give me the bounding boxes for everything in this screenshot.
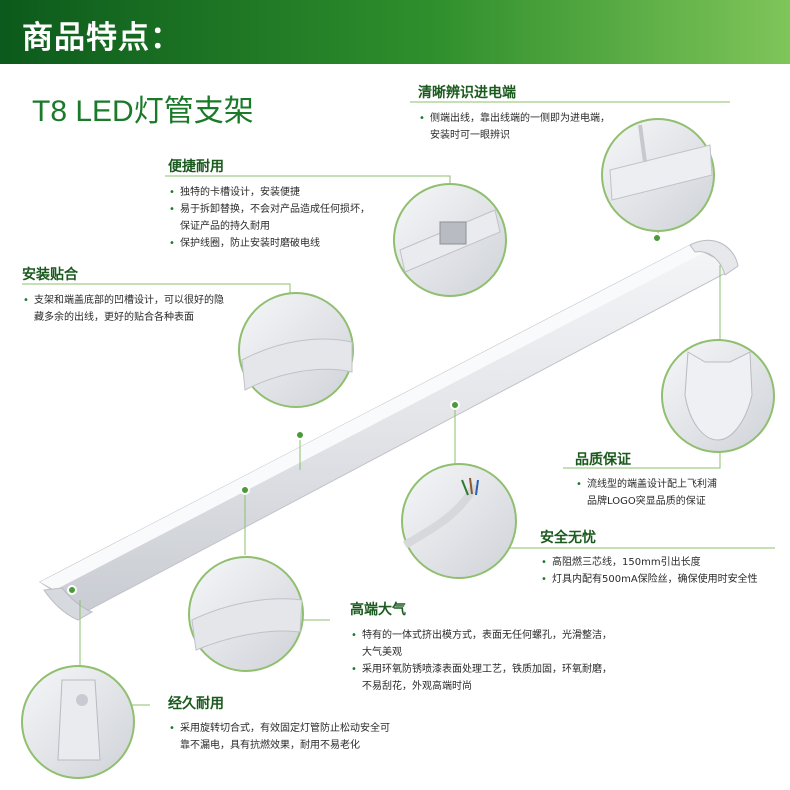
product-title: T8 LED灯管支架 (32, 95, 254, 128)
callout-dots (67, 233, 662, 595)
detail-circle-wire (401, 463, 517, 579)
detail-circle-clip (393, 183, 507, 297)
feature-list-durable: 采用旋转切合式，有效固定灯管防止松动安全可 靠不漏电，具有抗燃效果，耐用不易老化 (168, 720, 408, 754)
feature-list-mount: 支架和端盖底部的凹槽设计，可以很好的隐 藏多余的出线，更好的贴合各种表面 (22, 292, 252, 326)
feature-item: 采用旋转切合式，有效固定灯管防止松动安全可 (168, 720, 408, 737)
feature-list-safety: 高阻燃三芯线，150mm引出长度 灯具内配有500mA保险丝，确保使用时安全性 (540, 554, 785, 588)
feature-item: 不易刮花，外观高端时尚 (362, 681, 472, 692)
feature-title-inlet: 清晰辨识进电端 (418, 85, 516, 101)
feature-list-premium: 特有的一体式挤出模方式，表面无任何螺孔，光滑整洁， 大气美观 采用环氧防锈喷漆表… (350, 627, 640, 695)
feature-item: 灯具内配有500mA保险丝，确保使用时安全性 (540, 571, 785, 588)
feature-item: 品牌LOGO突显品质的保证 (587, 496, 706, 507)
feature-list-inlet: 侧端出线，靠出线端的一侧即为进电端， 安装时可一眼辨识 (418, 110, 658, 144)
detail-circle-endcap (661, 339, 775, 453)
feature-item: 高阻燃三芯线，150mm引出长度 (540, 554, 785, 571)
feature-item: 靠不漏电，具有抗燃效果，耐用不易老化 (180, 740, 360, 751)
feature-title-durable: 经久耐用 (168, 696, 224, 712)
feature-item: 流线型的端盖设计配上飞利浦 (575, 476, 775, 493)
feature-list-quality: 流线型的端盖设计配上飞利浦 品牌LOGO突显品质的保证 (575, 476, 775, 510)
header-title: 商品特点： (22, 20, 182, 56)
feature-title-premium: 高端大气 (350, 602, 406, 618)
feature-item: 特有的一体式挤出模方式，表面无任何螺孔，光滑整洁， (350, 627, 640, 644)
feature-title-mount: 安装贴合 (22, 267, 78, 283)
feature-item: 支架和端盖底部的凹槽设计，可以很好的隐 (22, 292, 252, 309)
feature-item: 侧端出线，靠出线端的一侧即为进电端， (418, 110, 658, 127)
feature-item: 藏多余的出线，更好的贴合各种表面 (34, 312, 194, 323)
feature-list-convenient: 独特的卡槽设计，安装便捷 易于拆卸替换，不会对产品造成任何损坏， 保证产品的持久… (168, 184, 398, 252)
detail-circle-inlet (601, 118, 715, 232)
detail-circle-mount (238, 292, 354, 408)
detail-circle-lamp-holder (21, 665, 135, 779)
feature-item: 大气美观 (362, 647, 402, 658)
feature-item: 安装时可一眼辨识 (430, 130, 510, 141)
detail-circle-profile (188, 556, 304, 672)
feature-item: 保证产品的持久耐用 (180, 221, 270, 232)
feature-title-convenient: 便捷耐用 (168, 159, 224, 175)
feature-item: 独特的卡槽设计，安装便捷 (168, 184, 398, 201)
header-banner: 商品特点： (0, 0, 790, 64)
feature-title-safety: 安全无忧 (540, 530, 596, 546)
feature-item: 采用环氧防锈喷漆表面处理工艺，铁质加固，环氧耐磨， (350, 661, 640, 678)
feature-item: 保护线圈，防止安装时磨破电线 (168, 235, 398, 252)
feature-title-quality: 品质保证 (575, 452, 631, 468)
feature-item: 易于拆卸替换，不会对产品造成任何损坏， (168, 201, 398, 218)
